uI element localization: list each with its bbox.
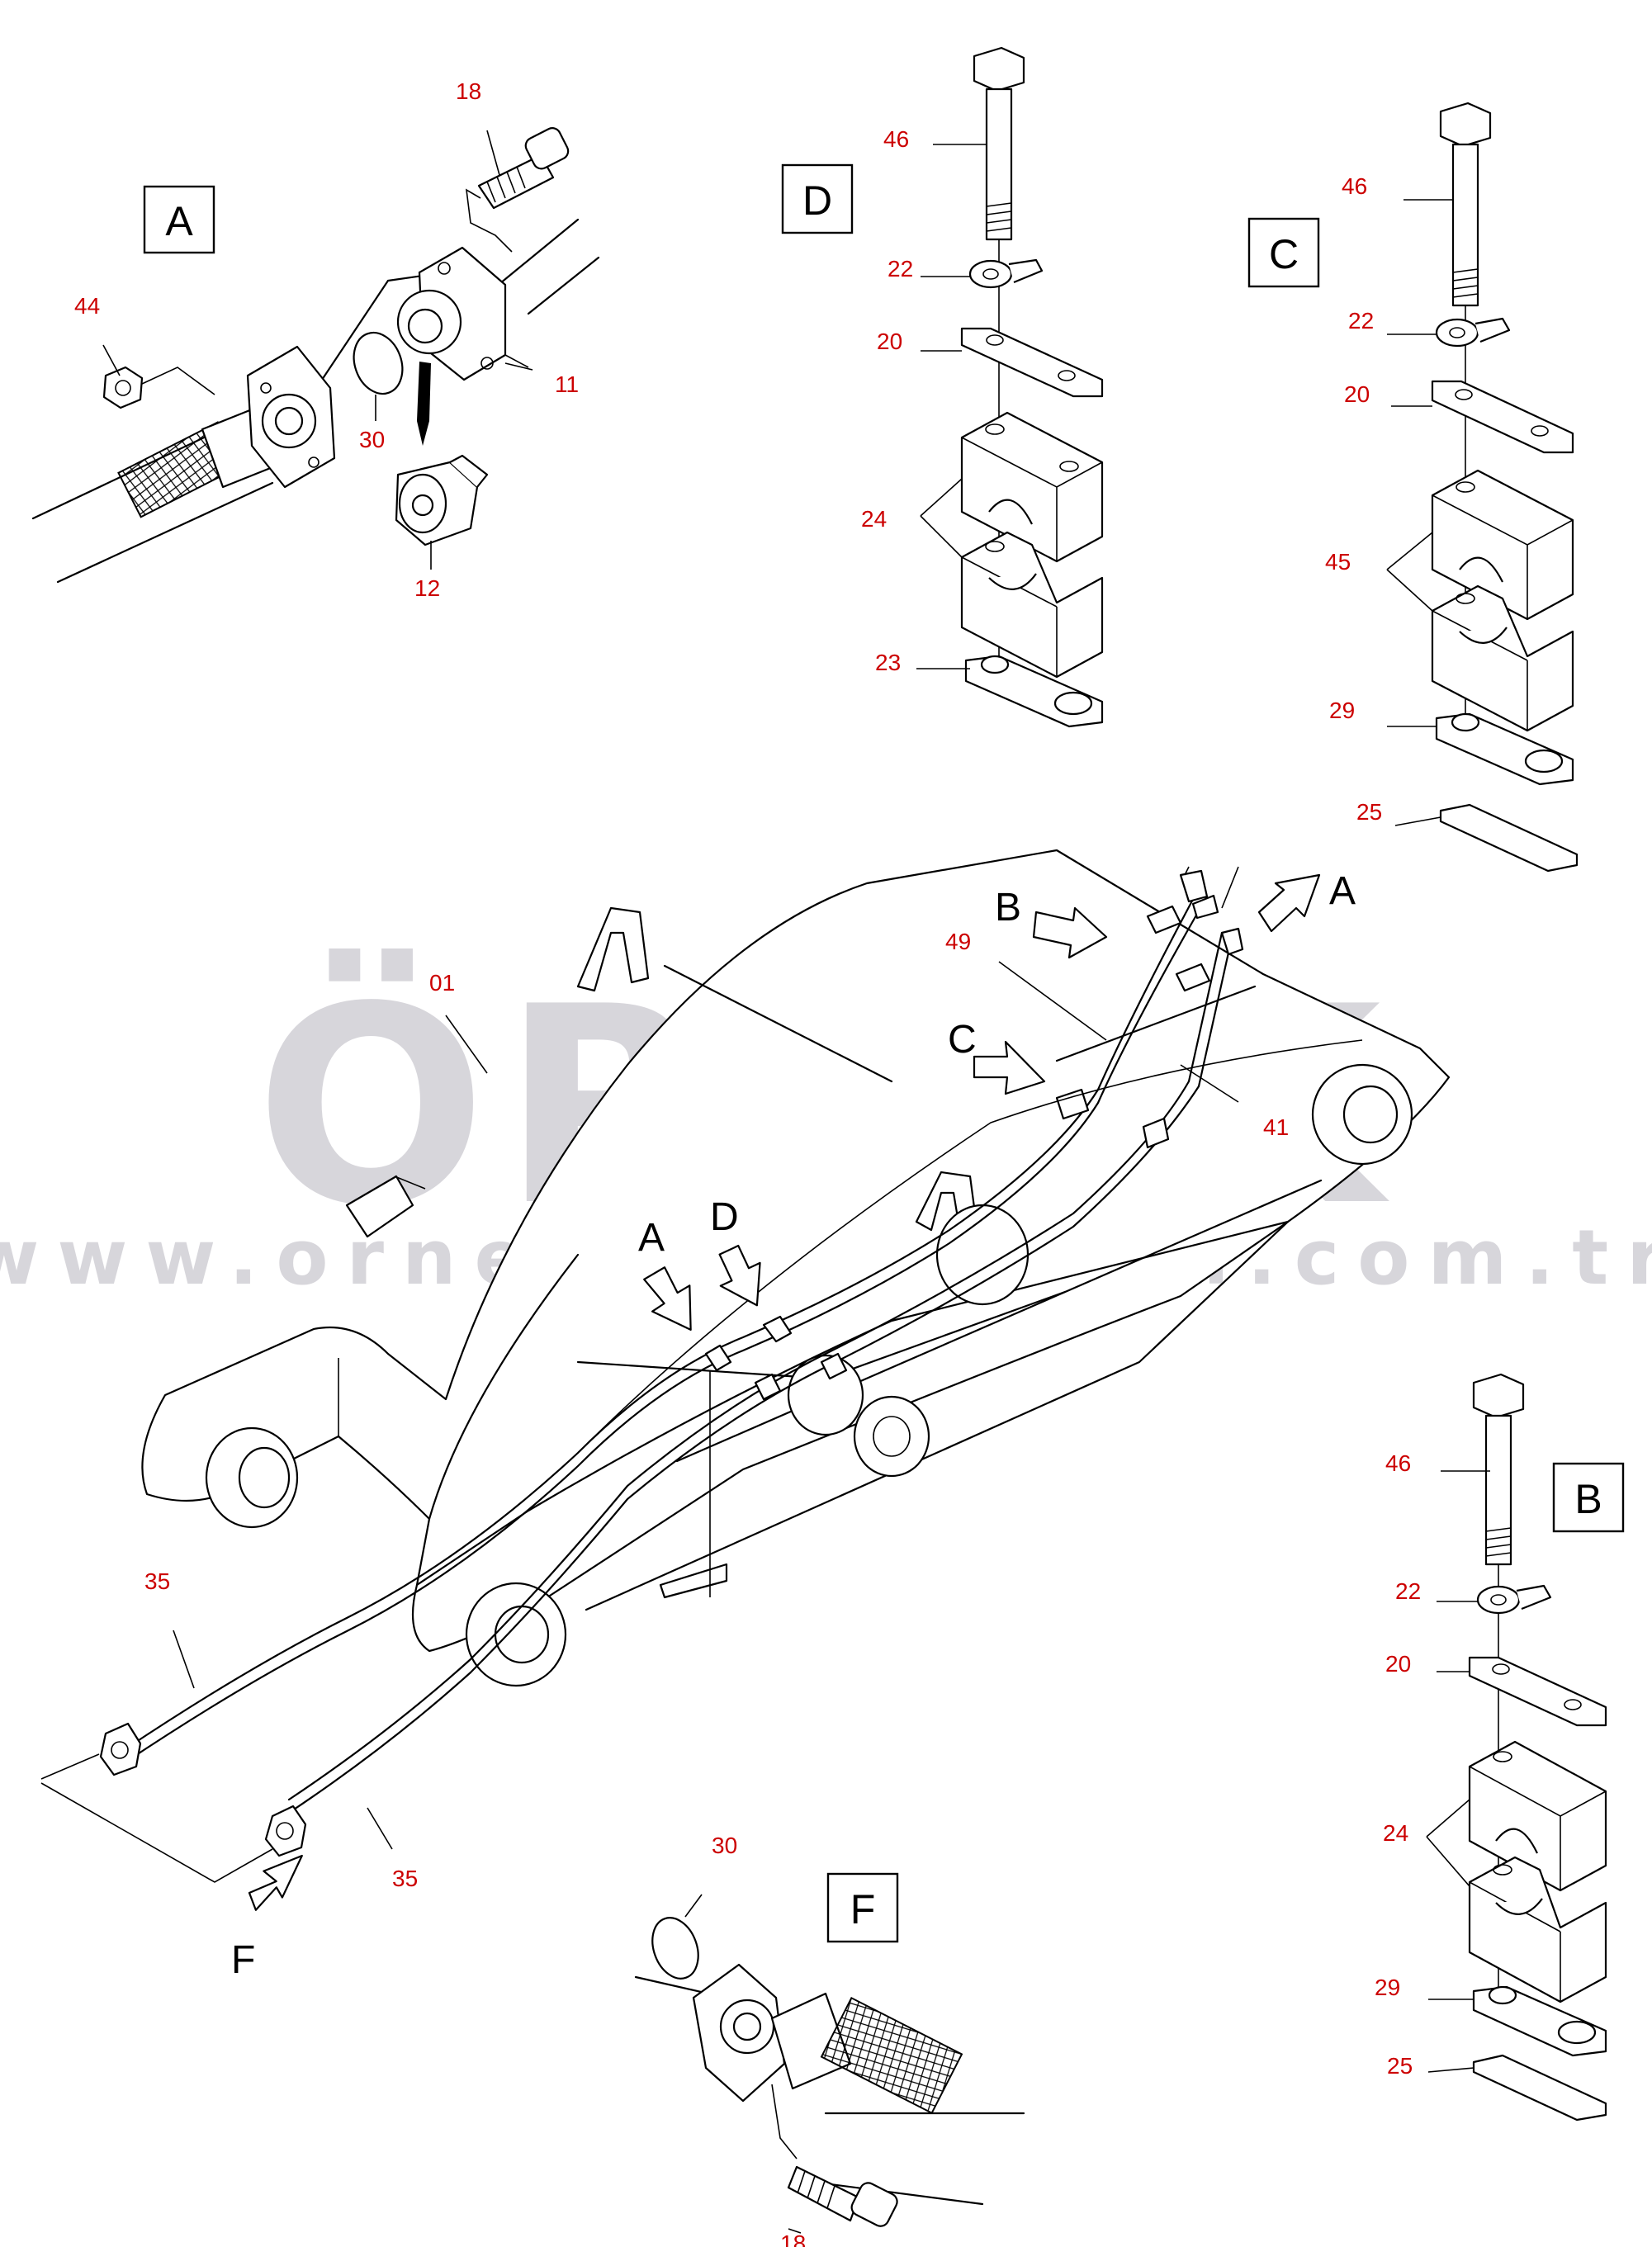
callout-22-view-d: 22 [888, 256, 913, 281]
detail-view-f: F [634, 1872, 1025, 2234]
view-a-box [143, 185, 215, 254]
view-c-label: C [1269, 231, 1299, 277]
view-b-label: B [1574, 1476, 1602, 1522]
callout-18-view-a: 18 [456, 78, 481, 104]
view-a-label: A [165, 198, 193, 244]
callout-22-view-b: 22 [1395, 1578, 1421, 1604]
callout-46-view-c: 46 [1342, 173, 1367, 199]
arrow-f-icon [248, 1854, 303, 1911]
detail-view-d: D [781, 46, 1104, 728]
callout-22-view-c: 22 [1348, 308, 1374, 334]
callout-35-lower: 35 [392, 1866, 418, 1891]
callout-41: 41 [1263, 1114, 1289, 1140]
callout-01: 01 [429, 970, 455, 996]
callout-30-view-f: 30 [712, 1833, 737, 1858]
detail-view-c: C [1247, 102, 1579, 873]
arrow-c-icon [973, 1040, 1046, 1095]
callout-46-view-b: 46 [1385, 1450, 1411, 1476]
arrow-a-right-label: A [1329, 869, 1356, 913]
detail-view-a: A [31, 127, 600, 584]
callout-45: 45 [1325, 549, 1351, 575]
callout-25-view-c: 25 [1356, 799, 1382, 825]
callout-24-view-b: 24 [1383, 1820, 1408, 1846]
callout-18-view-f: 18 [780, 2230, 806, 2247]
callout-25-view-b: 25 [1387, 2053, 1413, 2079]
arrow-b-icon [1032, 906, 1108, 959]
callout-20-view-c: 20 [1344, 381, 1370, 407]
callout-20-view-b: 20 [1385, 1651, 1411, 1677]
callout-12: 12 [414, 575, 440, 601]
callout-49: 49 [945, 929, 971, 954]
arrow-d-icon [718, 1244, 761, 1307]
callout-29-view-c: 29 [1329, 698, 1355, 723]
callout-35-upper: 35 [144, 1568, 170, 1594]
callout-29-view-b: 29 [1375, 1975, 1400, 2000]
callout-23: 23 [875, 650, 901, 675]
detail-view-b: B [1426, 1373, 1625, 2122]
arrow-b-label: B [995, 886, 1021, 930]
callout-44: 44 [74, 293, 100, 319]
callout-numbers: 44 18 30 11 12 46 22 20 24 23 46 22 20 4… [74, 78, 1421, 2247]
callout-46-view-d: 46 [883, 126, 909, 152]
arrow-a-mid-label: A [638, 1216, 665, 1260]
arrow-d-label: D [710, 1195, 739, 1239]
view-d-label: D [802, 177, 832, 224]
view-f-label: F [850, 1886, 876, 1932]
arrow-f-label: F [231, 1938, 255, 1982]
view-c-box [1247, 217, 1320, 288]
arrow-c-label: C [948, 1018, 977, 1062]
arrow-a-mid-icon [643, 1266, 692, 1332]
view-b-box [1552, 1462, 1625, 1533]
callout-30-view-a: 30 [359, 427, 385, 452]
hose-braid-f [820, 1996, 963, 2115]
view-f-box [826, 1872, 899, 1943]
callout-24-view-d: 24 [861, 506, 887, 532]
arrow-a-right-icon [1257, 873, 1321, 933]
callout-20-view-d: 20 [877, 329, 902, 354]
main-boom-assembly [40, 849, 1451, 1883]
callout-11: 11 [555, 371, 579, 397]
view-d-box [781, 163, 854, 234]
view-arrows: A B C D A F [231, 869, 1356, 1982]
